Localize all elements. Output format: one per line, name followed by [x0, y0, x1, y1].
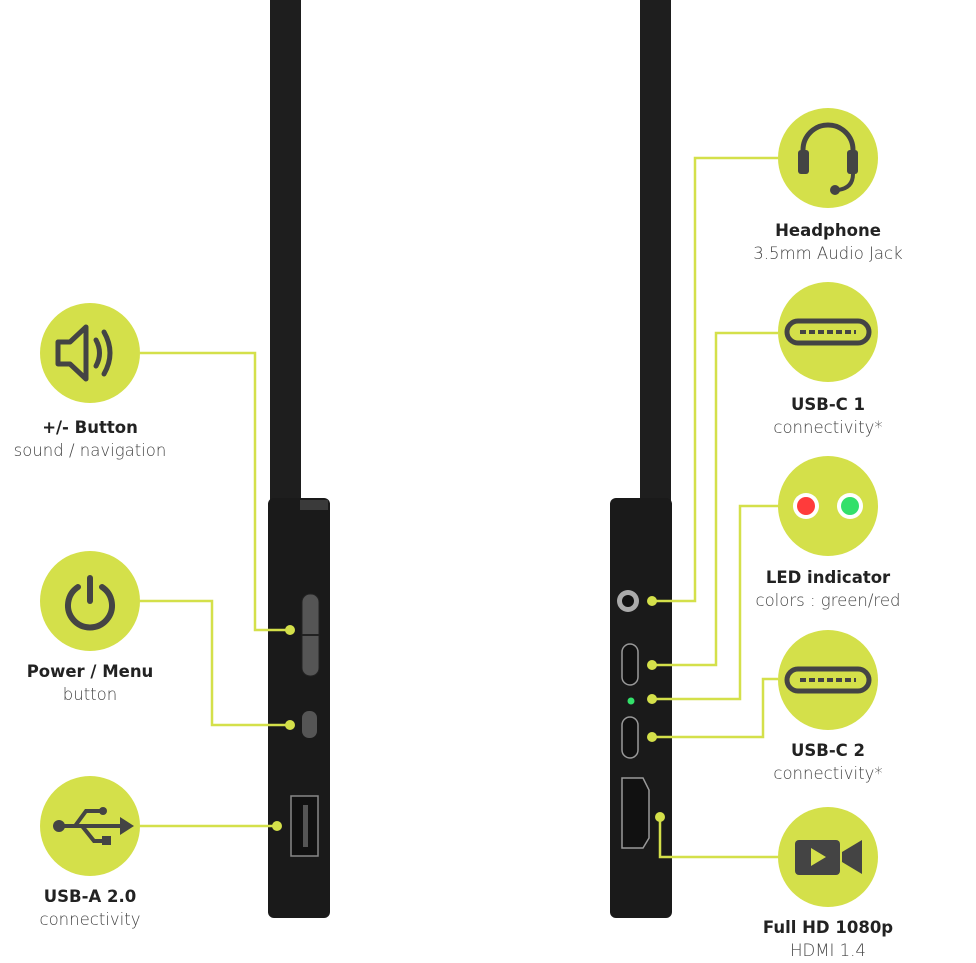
- feature-subtitle: colors : green/red: [755, 591, 901, 610]
- feature-subtitle: connectivity*: [773, 418, 883, 437]
- feature-title: Power / Menu: [26, 662, 154, 681]
- feature-title: USB-C 2: [790, 741, 866, 760]
- usb-icon: [40, 776, 140, 876]
- monitor-left-side: [268, 0, 330, 918]
- leader-dots: [272, 596, 665, 831]
- feature-label: USB-C 2 connectivity*: [708, 739, 948, 785]
- status-led: [627, 697, 635, 705]
- power-button: [302, 711, 317, 738]
- feature-subtitle: button: [62, 685, 118, 704]
- feature-title: LED indicator: [765, 568, 891, 587]
- feature-label: USB-C 1 connectivity*: [708, 393, 948, 439]
- usb-c-icon: [778, 282, 878, 382]
- feature-title: Full HD 1080p: [762, 918, 894, 937]
- feature-subtitle: connectivity*: [773, 764, 883, 783]
- feature-subtitle: 3.5mm Audio Jack: [753, 244, 903, 263]
- monitor-right-side: [610, 0, 672, 918]
- leader-lines: [140, 156, 778, 859]
- feature-title: USB-A 2.0: [43, 887, 137, 906]
- feature-label: Power / Menu button: [0, 660, 210, 706]
- feature-label: LED indicator colors : green/red: [708, 566, 948, 612]
- usb-c-port-2: [621, 716, 639, 759]
- feature-title: +/- Button: [42, 418, 138, 437]
- feature-title: Headphone: [775, 221, 881, 240]
- feature-subtitle: HDMI 1.4: [790, 941, 866, 960]
- hdmi-port: [621, 777, 650, 849]
- feature-subtitle: sound / navigation: [13, 441, 167, 460]
- power-icon: [40, 551, 140, 651]
- feature-title: USB-C 1: [790, 395, 866, 414]
- video-camera-icon: [778, 807, 878, 907]
- usb-c-icon: [778, 630, 878, 730]
- usb-c-port-1: [621, 643, 639, 686]
- feature-subtitle: connectivity: [39, 910, 141, 929]
- speaker-icon: [40, 303, 140, 403]
- feature-label: Headphone 3.5mm Audio Jack: [708, 219, 948, 265]
- led-icon: [778, 456, 878, 556]
- headphone-icon: [778, 108, 878, 208]
- feature-label: USB-A 2.0 connectivity: [0, 885, 210, 931]
- feature-label: +/- Button sound / navigation: [0, 416, 210, 462]
